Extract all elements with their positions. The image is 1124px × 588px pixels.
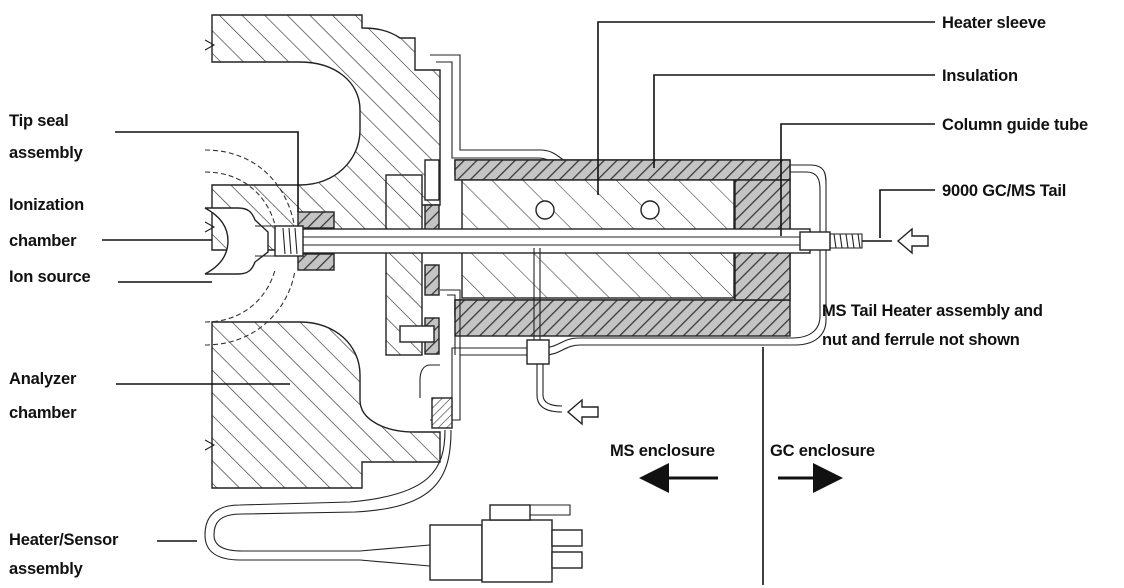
- analyzer-chamber-wall: [204, 14, 441, 489]
- analyzer-chamber-label-line1: Analyzer: [9, 370, 77, 388]
- heater-bore-2: [640, 200, 660, 220]
- tip-seal-label-line2: assembly: [9, 144, 84, 162]
- analyzer-chamber-label-line2: chamber: [9, 404, 77, 422]
- internal-gas-line: [526, 248, 563, 413]
- flange-clamps: [424, 159, 440, 355]
- not-shown-note-line1: MS Tail Heater assembly and: [822, 302, 1043, 320]
- tip-seal-label-line1: Tip seal: [9, 112, 69, 130]
- heater-sensor-wiring: [204, 289, 461, 567]
- tip-seal-assembly: [274, 211, 335, 271]
- heater-sleeve: [461, 179, 735, 299]
- source-field-lines: [204, 149, 296, 346]
- heater-sleeve-label: Heater sleeve: [942, 14, 1046, 32]
- gc-enclosure-label: GC enclosure: [770, 442, 875, 460]
- column-guide-tube-label: Column guide tube: [942, 116, 1088, 134]
- insulation: [454, 159, 791, 337]
- ion-source-label: Ion source: [9, 268, 90, 286]
- insulation-label: Insulation: [942, 67, 1018, 85]
- ionization-chamber-label-line1: Ionization: [9, 196, 84, 214]
- heater-sensor-connector: [429, 504, 583, 583]
- heater-sensor-label-line2: assembly: [9, 560, 84, 578]
- ionization-chamber-label-line2: chamber: [9, 232, 77, 250]
- leader-lines: [102, 21, 935, 585]
- gas-flow-arrows: [566, 227, 929, 426]
- heater-sensor-label-line1: Heater/Sensor: [9, 531, 119, 549]
- ms-enclosure-label: MS enclosure: [610, 442, 715, 460]
- carrier-inlet-arrow: [896, 227, 929, 255]
- heater-bore-1: [535, 200, 555, 220]
- flange-plate: [385, 174, 423, 356]
- column-guide-tube: [299, 228, 892, 254]
- vent-arrow: [566, 398, 599, 426]
- not-shown-note-line2: nut and ferrule not shown: [822, 331, 1020, 349]
- tail-label: 9000 GC/MS Tail: [942, 182, 1066, 200]
- labels: Heater sleeve Insulation Column guide tu…: [9, 14, 1088, 578]
- ion-source: [204, 207, 275, 275]
